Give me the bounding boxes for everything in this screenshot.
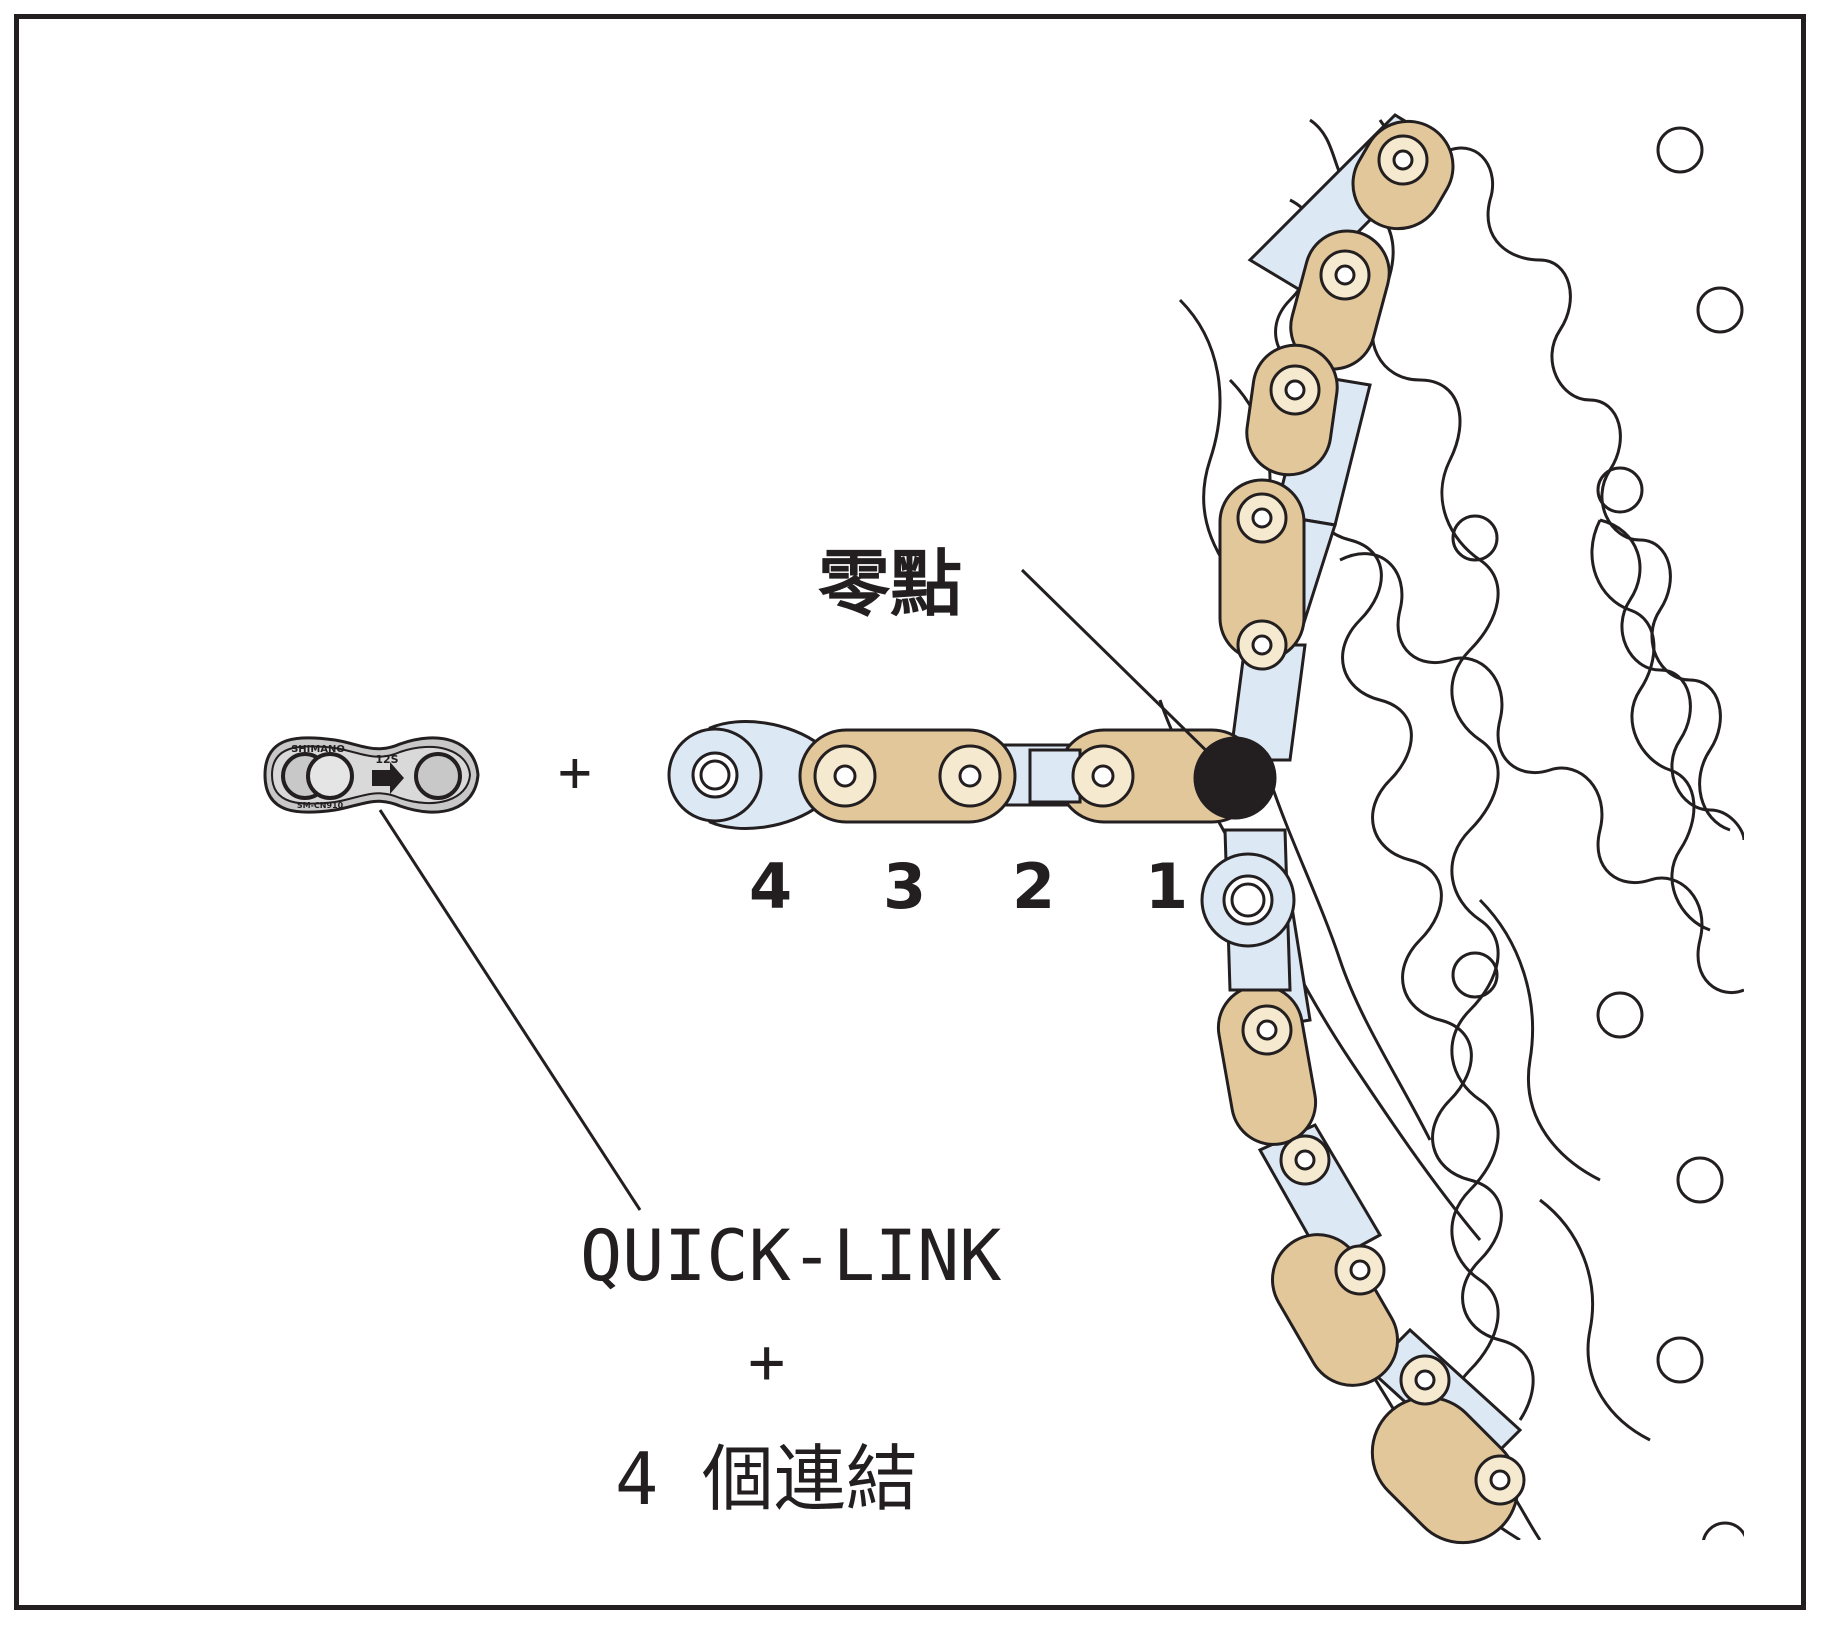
quick-link-model: SM-CN910 <box>297 801 344 810</box>
quick-link-brand: SHIMANO <box>291 744 345 755</box>
plus-sign-between: + <box>558 740 592 805</box>
four-links-label: 4 個連結 <box>615 1437 918 1521</box>
quick-link-leader-line <box>378 809 642 1211</box>
link-number-2: 2 <box>1012 850 1056 923</box>
zero-point-leader-line <box>1020 568 1228 772</box>
link-number-3: 3 <box>883 850 927 923</box>
zero-point-label: 零點 <box>818 542 963 626</box>
plus-caption: + <box>748 1325 786 1398</box>
chain-segment-four-links <box>667 720 1277 830</box>
quick-link-part: SHIMANO 12S SM-CN910 <box>263 736 480 814</box>
diagram-frame <box>14 14 1806 1610</box>
quick-link-label: QUICK-LINK <box>580 1215 1002 1297</box>
link-number-4: 4 <box>749 850 793 923</box>
cassette-chain <box>1200 113 1526 1545</box>
quick-link-speed: 12S <box>375 753 398 766</box>
link-number-1: 1 <box>1145 850 1189 923</box>
